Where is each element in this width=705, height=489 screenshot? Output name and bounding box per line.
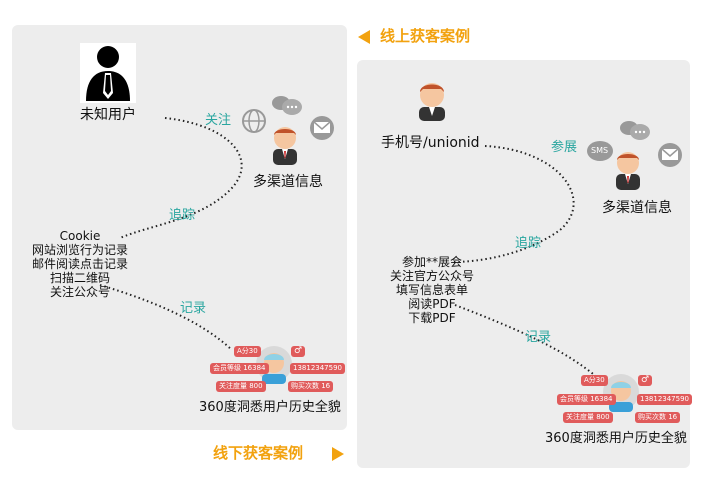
offline-case-label: 线下获客案例	[213, 444, 304, 462]
behavior-item: 网站浏览行为记录	[31, 243, 128, 257]
profile-caption: 360度洞悉用户历史全貌	[199, 400, 341, 415]
profile-tag: A分30	[581, 375, 608, 386]
multichannel-label: 多渠道信息	[253, 174, 323, 190]
profile-tag: A分30	[234, 346, 261, 357]
record-label-right: 记录	[525, 330, 552, 345]
track-label: 追踪	[169, 208, 196, 223]
behavior-item: 关注官方公众号	[389, 269, 474, 283]
profile-tag: 13812347590	[637, 394, 692, 405]
left-arrow-icon	[358, 30, 370, 44]
profile-tag: 会员等级 16384	[557, 394, 616, 405]
profile-tag: 关注度量 800	[563, 412, 613, 423]
multichannel-label-right: 多渠道信息	[602, 200, 672, 216]
follow-label: 关注	[205, 113, 232, 128]
gender-tag: ♂	[291, 346, 306, 357]
gender-tag: ♂	[638, 375, 653, 386]
behavior-item: 扫描二维码	[49, 271, 110, 285]
behavior-item: 关注公众号	[49, 285, 110, 299]
track-label-right: 追踪	[515, 236, 542, 251]
behavior-item: 下载PDF	[408, 311, 456, 325]
profile-tag: 关注度量 800	[216, 381, 266, 392]
behavior-item: 阅读PDF	[408, 297, 456, 311]
profile-tag: 会员等级 16384	[210, 363, 269, 374]
behavior-list-right: 参加**展会 关注官方公众号 填写信息表单 阅读PDF 下载PDF	[382, 255, 482, 325]
behavior-item: 填写信息表单	[395, 283, 468, 297]
profile-caption-right: 360度洞悉用户历史全貌	[545, 431, 687, 446]
profile-tag: 购买次数 16	[288, 381, 334, 392]
unknown-user-label: 未知用户	[80, 107, 136, 123]
join-label: 参展	[551, 140, 578, 155]
profile-tag: 购买次数 16	[635, 412, 681, 423]
profile-tag: 13812347590	[290, 363, 345, 374]
phone-user-label: 手机号/unionid	[381, 135, 480, 151]
record-label: 记录	[180, 301, 207, 316]
behavior-item: 参加**展会	[401, 255, 462, 269]
right-arrow-icon	[332, 447, 344, 461]
online-case-label: 线上获客案例	[380, 27, 471, 45]
behavior-item: 邮件阅读点击记录	[31, 257, 128, 271]
sms-label: SMS	[591, 146, 609, 155]
behavior-list: Cookie 网站浏览行为记录 邮件阅读点击记录 扫描二维码 关注公众号	[25, 229, 135, 299]
behavior-item: Cookie	[59, 229, 101, 243]
